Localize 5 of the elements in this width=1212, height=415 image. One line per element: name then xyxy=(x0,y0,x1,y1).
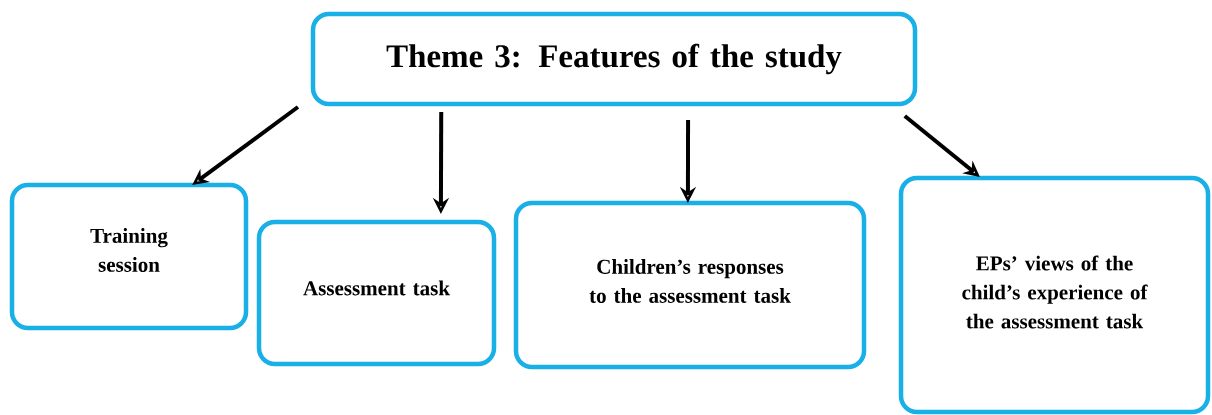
topic-box: Training session xyxy=(9,182,249,331)
topic-box: EPs’ views of the child’s experience of the assessment task xyxy=(898,175,1211,415)
topic-box: Assessment task xyxy=(256,219,497,367)
topic-box: Children’s responses to the assessment task xyxy=(513,200,867,370)
title-box: Theme 3: Features of the study xyxy=(310,11,918,107)
